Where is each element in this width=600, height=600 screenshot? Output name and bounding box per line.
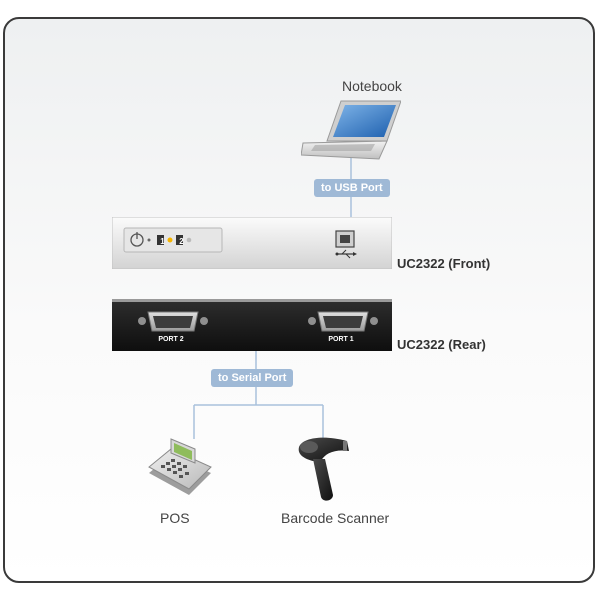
serial-port-tag: to Serial Port (211, 369, 294, 387)
barcode-scanner-label: Barcode Scanner (281, 510, 390, 526)
pos-label: POS (160, 510, 190, 526)
port-2-label: PORT 2 (158, 336, 184, 343)
notebook-label: Notebook (342, 78, 402, 94)
pos-terminal-icon (148, 438, 212, 495)
usb-port-tag: to USB Port (314, 179, 390, 197)
front-panel (112, 217, 392, 269)
port-1-label: PORT 1 (328, 336, 354, 343)
rear-unit-label: UC2322 (Rear) (397, 337, 486, 352)
front-unit-label: UC2322 (Front) (397, 256, 491, 271)
port-1-indicator: 1 (160, 237, 165, 246)
notebook-icon (301, 100, 401, 160)
barcode-scanner-icon (298, 437, 349, 501)
rear-panel (112, 299, 392, 351)
port-2-indicator: 2 (179, 237, 184, 246)
diagram-frame: Notebook to USB Port (3, 17, 595, 583)
